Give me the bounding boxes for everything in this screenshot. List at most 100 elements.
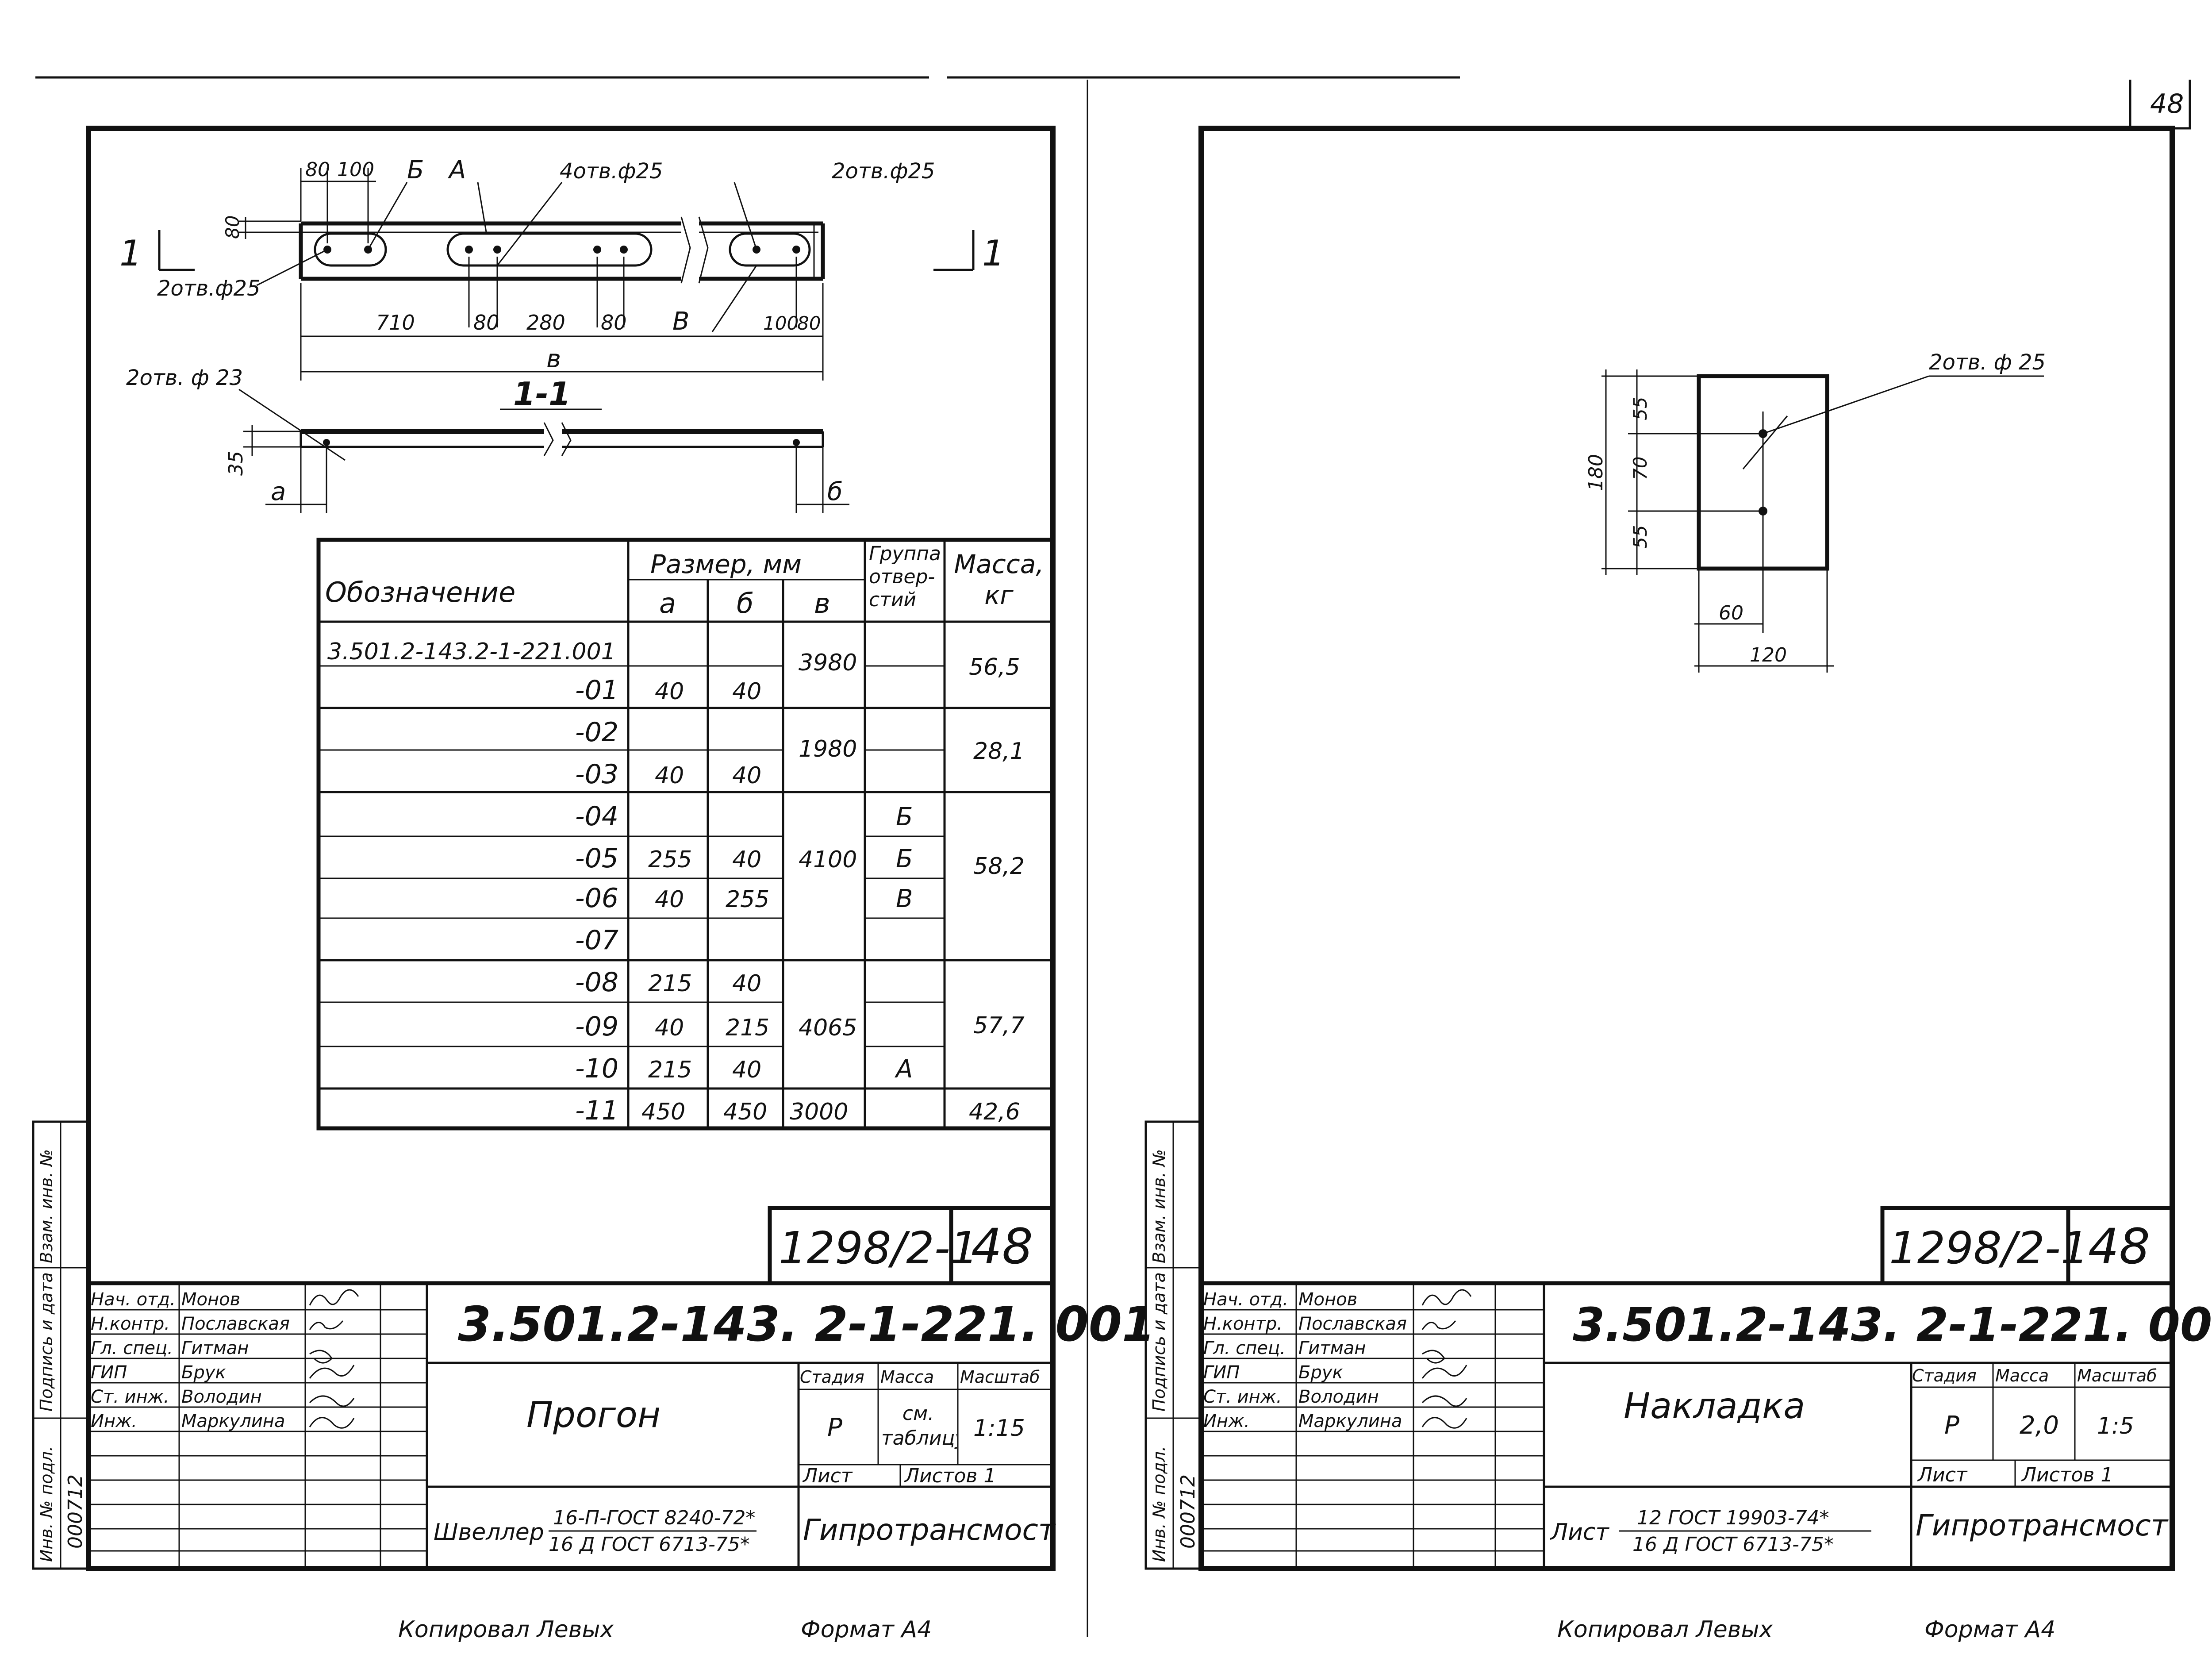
inv-number-r: 000712 xyxy=(1177,1474,1199,1549)
dim-70: 70 xyxy=(1629,457,1651,480)
dim-60: 60 xyxy=(1719,602,1743,624)
holes-4: 4отв.ф25 xyxy=(560,159,663,184)
dim-120: 120 xyxy=(1750,644,1787,666)
holes-2-left: 2отв.ф25 xyxy=(157,276,261,301)
row-7-designation: -07 xyxy=(575,925,618,956)
role-r-2: Гл. спец. xyxy=(1203,1338,1286,1358)
row-2-mass: 28,1 xyxy=(973,738,1025,765)
row-6-b: 255 xyxy=(726,886,769,913)
channel-plan-view xyxy=(299,216,825,284)
dim-80d: 80 xyxy=(797,312,821,334)
organization: Гипротрансмост xyxy=(803,1513,1056,1547)
right-stamp xyxy=(1199,1206,2174,1571)
th-b: б xyxy=(737,587,753,619)
copied-by-r: Копировал Левых xyxy=(1557,1616,1773,1643)
sheet-label: Лист xyxy=(802,1465,853,1487)
th-v: в xyxy=(814,587,830,619)
section-view xyxy=(238,388,849,513)
row-11-b: 450 xyxy=(723,1099,767,1125)
drawing-title: Прогон xyxy=(526,1394,661,1435)
row-10-a: 215 xyxy=(648,1057,692,1083)
row-6-designation: -06 xyxy=(575,883,618,914)
row-5-group: Б xyxy=(896,845,913,873)
row-3-b: 40 xyxy=(732,762,761,789)
row-8-a: 215 xyxy=(648,970,692,997)
name-3: Брук xyxy=(181,1362,226,1383)
th-a: а xyxy=(659,587,676,619)
stage-value-r: Р xyxy=(1944,1411,1959,1440)
holes-2-right: 2отв.ф25 xyxy=(832,159,935,184)
dim-35: 35 xyxy=(225,451,247,476)
mass-header: Масса xyxy=(880,1367,934,1387)
role-5: Инж. xyxy=(91,1411,137,1431)
dim-length: в xyxy=(546,345,561,373)
row-0-designation: 3.501.2-143.2-1-221.001 xyxy=(327,639,616,665)
row-2-designation: -02 xyxy=(575,717,618,748)
name-2: Гитман xyxy=(181,1338,249,1358)
side-label-sign-r: Подпись и дата xyxy=(1149,1272,1169,1412)
table-body: 3.501.2-143.2-1-221.001 3980 56,5 -01 40… xyxy=(327,639,1025,1126)
side-label-inv-r: Инв. № подл. xyxy=(1149,1446,1169,1562)
staff-list: Нач. отд. Н.контр. Гл. спец. ГИП Ст. инж… xyxy=(91,1289,290,1431)
name-r-3: Брук xyxy=(1298,1362,1343,1383)
row-9-a: 40 xyxy=(655,1015,684,1041)
scale-header-r: Масштаб xyxy=(2077,1366,2157,1385)
row-5-designation: -05 xyxy=(575,843,618,874)
scale-value: 1:15 xyxy=(973,1415,1025,1442)
role-r-4: Ст. инж. xyxy=(1203,1387,1282,1407)
side-label-replace: Взам. инв. № xyxy=(37,1149,56,1263)
staff-list-r: Нач. отд. Н.контр. Гл. спец. ГИП Ст. инж… xyxy=(1203,1289,1407,1431)
side-label-replace-r: Взам. инв. № xyxy=(1149,1149,1169,1263)
dim-710: 710 xyxy=(376,311,415,335)
row-0-mass: 56,5 xyxy=(969,654,1020,681)
dim-55b: 55 xyxy=(1629,525,1651,549)
copied-by: Копировал Левых xyxy=(398,1616,614,1643)
ref-a: А xyxy=(448,156,466,185)
dim-280: 280 xyxy=(526,311,565,335)
dim-a: а xyxy=(271,477,286,506)
sheets-label-r: Листов 1 xyxy=(2021,1464,2113,1486)
row-1-designation: -01 xyxy=(575,675,618,706)
row-6-a: 40 xyxy=(655,886,684,913)
stage-header: Стадия xyxy=(800,1367,864,1387)
material-label: Швеллер xyxy=(434,1519,544,1546)
row-9-v: 4065 xyxy=(799,1015,857,1041)
row-10-b: 40 xyxy=(732,1057,761,1083)
row-5-v: 4100 xyxy=(799,846,857,873)
row-9-b: 215 xyxy=(726,1015,769,1041)
mass-table xyxy=(316,538,1055,1131)
right-sheet: Взам. инв. № Подпись и дата Инв. № подл.… xyxy=(1144,126,2212,1643)
th-group: Группа отвер- стий xyxy=(869,542,941,611)
dim-80c: 80 xyxy=(601,311,627,335)
name-r-5: Маркулина xyxy=(1298,1411,1402,1431)
section-mark-left: 1 xyxy=(119,233,142,274)
role-1: Н.контр. xyxy=(91,1314,170,1334)
mass-header-r: Масса xyxy=(1995,1366,2049,1385)
row-11-v: 3000 xyxy=(790,1099,848,1125)
format-label-r: Формат А4 xyxy=(1924,1616,2055,1643)
ref-v: В xyxy=(672,307,689,336)
dim-b: б xyxy=(827,477,843,506)
row-10-group: А xyxy=(895,1055,913,1084)
row-1-b: 40 xyxy=(732,678,761,705)
stage-value: Р xyxy=(827,1413,842,1442)
mass-value: см. таблицу xyxy=(881,1402,957,1450)
role-4: Ст. инж. xyxy=(91,1387,169,1407)
role-r-3: ГИП xyxy=(1203,1362,1240,1383)
scale-header: Масштаб xyxy=(960,1367,1040,1387)
role-3: ГИП xyxy=(91,1362,127,1383)
material-top: 16-П-ГОСТ 8240-72* xyxy=(553,1507,755,1529)
row-2-v: 1980 xyxy=(799,736,857,762)
dim-180: 180 xyxy=(1585,454,1607,491)
row-1-a: 40 xyxy=(655,678,684,705)
row-6-group: В xyxy=(896,885,913,913)
side-label-inv: Инв. № подл. xyxy=(37,1446,56,1562)
dim-100a: 100 xyxy=(337,158,374,181)
name-1: Пославская xyxy=(181,1314,290,1334)
left-stamp xyxy=(86,1206,1055,1571)
row-11-designation: -11 xyxy=(575,1095,618,1126)
album-number: 1298/2-1 xyxy=(779,1222,979,1274)
row-4-group: Б xyxy=(896,803,913,831)
name-r-0: Монов xyxy=(1298,1289,1357,1310)
